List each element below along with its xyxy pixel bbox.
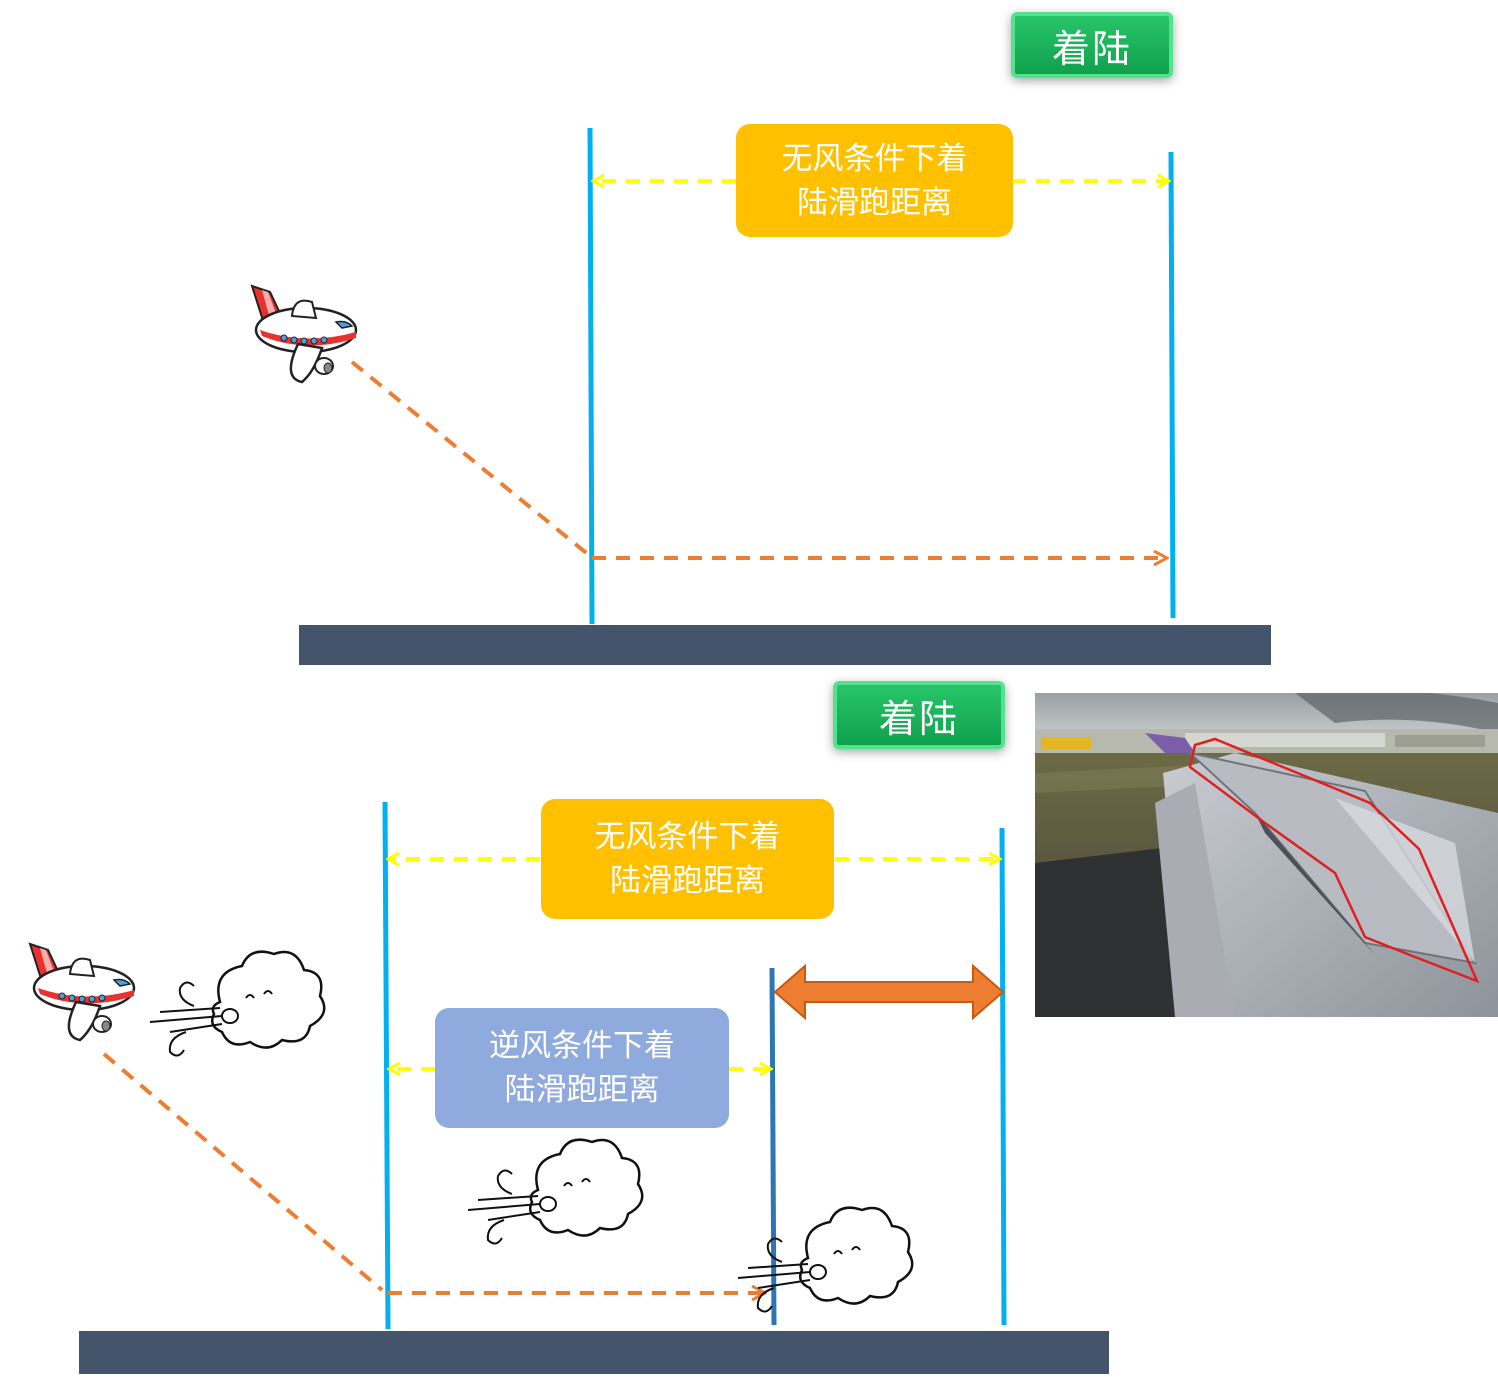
landing-badge-top: 着陆 <box>1011 12 1173 78</box>
touchdown-marker-top <box>587 127 595 625</box>
spoiler-highlight-outline <box>1188 737 1480 984</box>
no-wind-label-bottom: 无风条件下着 陆滑跑距离 <box>541 799 834 919</box>
stop-marker-no-wind-bottom <box>999 827 1007 1326</box>
approach-path-top <box>350 360 592 558</box>
headwind-label-line1: 逆风条件下着 <box>489 1028 675 1064</box>
landing-badge-top-label: 着陆 <box>1051 26 1132 71</box>
touchdown-marker-bottom <box>382 801 391 1330</box>
headwind-label-line2: 陆滑跑距离 <box>504 1072 660 1108</box>
approach-path-bottom <box>102 1052 384 1292</box>
no-wind-label-top-line1: 无风条件下着 <box>781 140 968 177</box>
airplane-icon-bottom <box>28 942 136 1042</box>
landing-badge-bottom: 着陆 <box>833 681 1005 749</box>
headwind-cloud-icon-2 <box>466 1138 644 1245</box>
headwind-label: 逆风条件下着 陆滑跑距离 <box>435 1008 729 1128</box>
landing-badge-bottom-label: 着陆 <box>878 696 959 741</box>
runway-top <box>299 625 1271 665</box>
headwind-cloud-icon-3 <box>736 1206 914 1313</box>
stop-marker-top <box>1168 151 1176 619</box>
distance-reduction-double-arrow <box>773 963 1005 1021</box>
no-wind-label-bottom-line2: 陆滑跑距离 <box>610 863 765 899</box>
no-wind-label-top-line2: 陆滑跑距离 <box>797 184 952 221</box>
wing-spoiler-photo <box>1035 693 1498 1017</box>
no-wind-label-top: 无风条件下着 陆滑跑距离 <box>736 124 1013 237</box>
runway-bottom <box>79 1331 1109 1374</box>
headwind-cloud-icon-1 <box>148 950 326 1057</box>
stop-marker-headwind-bottom <box>769 967 777 1326</box>
no-wind-label-bottom-line1: 无风条件下着 <box>594 819 781 855</box>
airplane-icon-top <box>250 284 358 384</box>
